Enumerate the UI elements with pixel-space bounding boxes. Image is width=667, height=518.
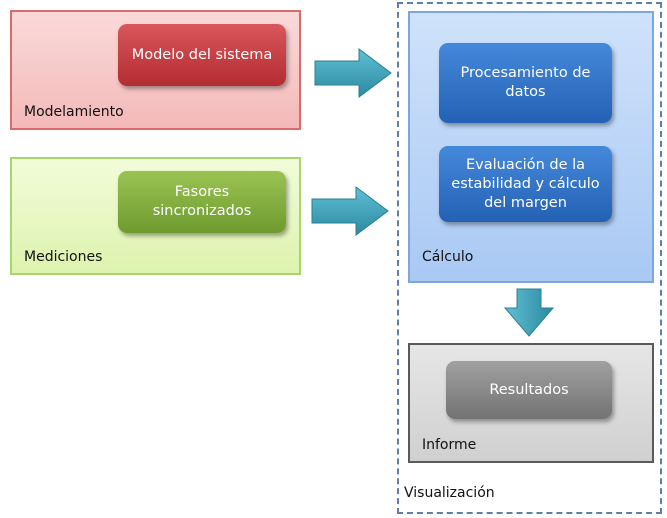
fasores-sincronizados-text: Fasores sincronizados — [152, 184, 252, 219]
procesamiento-de-datos-box: Procesamiento de datos — [439, 43, 612, 123]
resultados-box: Resultados — [446, 361, 612, 419]
informe-label: Informe — [422, 437, 477, 453]
calculo-label: Cálculo — [422, 249, 474, 265]
fasores-sincronizados-box: Fasores sincronizados — [118, 171, 286, 233]
arrow-right-icon — [314, 48, 392, 98]
visualizacion-container — [397, 2, 662, 514]
arrow-down-icon — [503, 288, 555, 337]
modelo-del-sistema-box: Modelo del sistema — [118, 24, 286, 86]
evaluacion-estabilidad-text: Evaluación de la estabilidad y cálculo d… — [451, 156, 600, 211]
evaluacion-estabilidad-box: Evaluación de la estabilidad y cálculo d… — [439, 146, 612, 222]
modelo-del-sistema-text: Modelo del sistema — [131, 46, 273, 63]
visualizacion-label: Visualización — [404, 485, 495, 501]
mediciones-panel: Fasores sincronizados Mediciones — [10, 157, 301, 275]
modelamiento-panel: Modelo del sistema Modelamiento — [10, 10, 301, 130]
arrow-right-icon — [311, 186, 389, 236]
mediciones-label: Mediciones — [24, 249, 103, 265]
resultados-text: Resultados — [489, 381, 569, 398]
procesamiento-de-datos-text: Procesamiento de datos — [460, 65, 591, 100]
informe-panel: Resultados Informe — [408, 343, 654, 463]
modelamiento-label: Modelamiento — [24, 104, 124, 120]
calculo-panel: Procesamiento de datos Evaluación de la … — [408, 11, 654, 283]
